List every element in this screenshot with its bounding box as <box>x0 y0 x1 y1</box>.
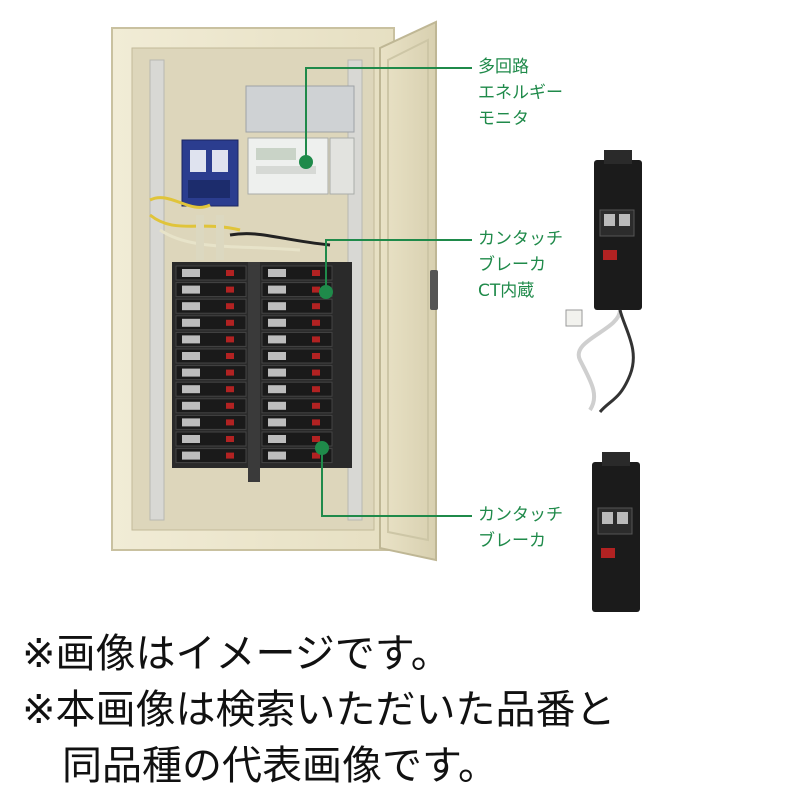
callout-ct-breaker-line-3: CT内蔵 <box>478 281 535 301</box>
ct-breaker-product <box>565 150 642 413</box>
callout-breaker: カンタッチ ブレーカ <box>478 502 563 554</box>
callout-energy-monitor: 多回路 エネルギー モニタ <box>478 54 563 132</box>
notice-line-3: 同品種の代表画像です。 <box>62 743 498 789</box>
callout-breaker-line-2: ブレーカ <box>478 531 546 551</box>
callout-energy-monitor-line-1: 多回路 <box>478 57 529 77</box>
wiring <box>149 196 331 260</box>
callout-ct-breaker-line-1: カンタッチ <box>478 229 563 249</box>
distribution-panel-photo <box>111 20 642 612</box>
notice-line-2: ※本画像は検索いただいた品番と <box>22 687 616 733</box>
cabinet-door <box>379 20 438 562</box>
energy-monitor-module <box>245 85 355 195</box>
callout-ct-breaker: カンタッチ ブレーカ CT内蔵 <box>478 226 563 304</box>
image-notice: ※画像はイメージです。 ※本画像は検索いただいた品番と 同品種の代表画像です。 <box>0 620 800 800</box>
notice-line-1: ※画像はイメージです。 <box>22 631 451 677</box>
breaker-product <box>592 452 640 612</box>
callout-energy-monitor-line-2: エネルギー <box>478 83 563 103</box>
callout-ct-breaker-line-2: ブレーカ <box>478 255 546 275</box>
main-breaker <box>181 139 239 207</box>
branch-breaker-rows <box>172 262 352 482</box>
callout-energy-monitor-line-3: モニタ <box>478 109 529 129</box>
callout-leaders <box>299 67 472 517</box>
callout-breaker-line-1: カンタッチ <box>478 505 563 525</box>
